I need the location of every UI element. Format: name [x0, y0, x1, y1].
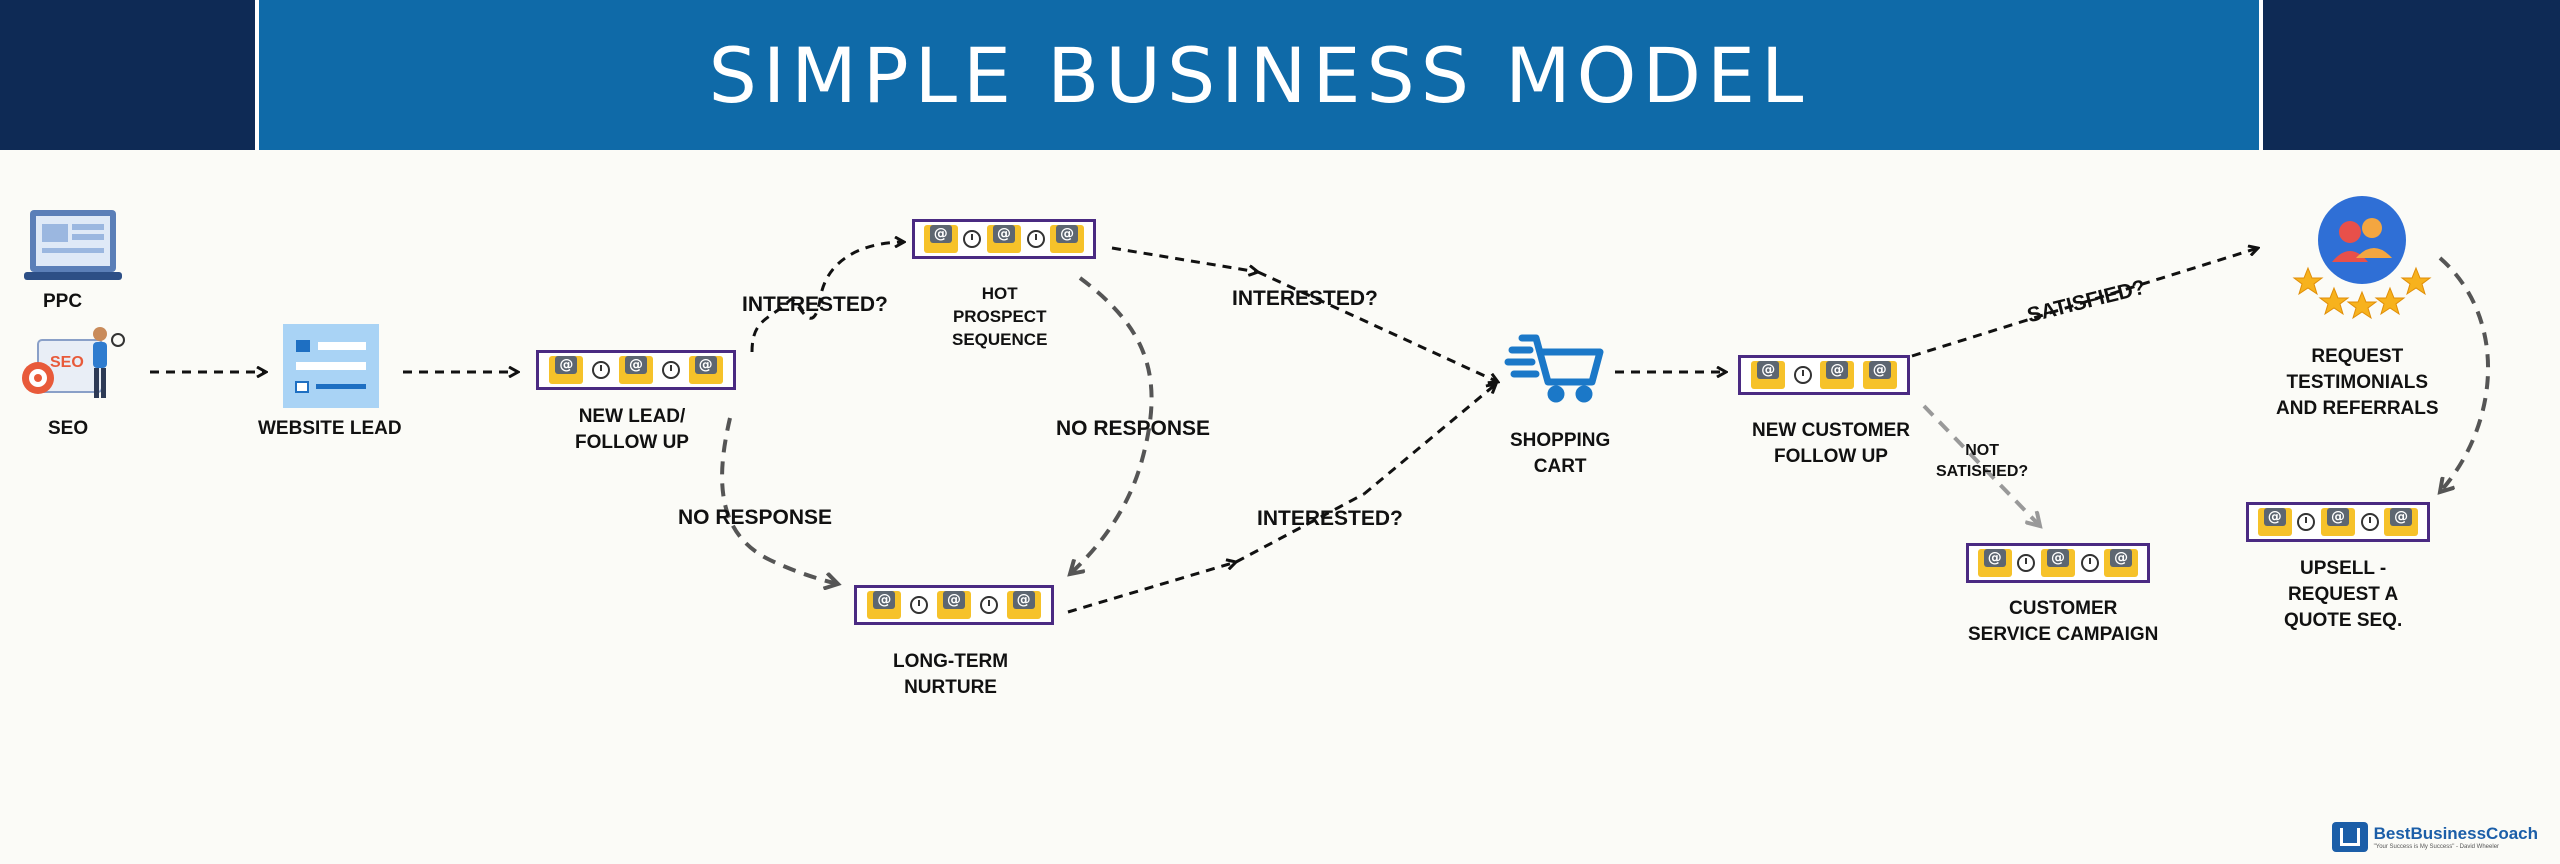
email-icon: @ — [1862, 361, 1897, 389]
header-bar: SIMPLE BUSINESS MODEL — [0, 0, 2560, 150]
email-icon: @ — [549, 356, 584, 384]
timer-icon — [1793, 366, 1812, 384]
email-icon: @ — [2257, 508, 2292, 536]
page-title: SIMPLE BUSINESS MODEL — [708, 30, 1810, 120]
shopping-cart-icon — [1504, 334, 1604, 403]
seo-label: SEO — [48, 418, 89, 439]
email-icon: @ — [618, 356, 653, 384]
email-icon: @ — [936, 591, 971, 619]
email-icon: @ — [867, 591, 902, 619]
edge-interested-label: INTERESTED? — [1257, 507, 1403, 530]
timer-icon — [592, 361, 611, 379]
brand-logo: BestBusinessCoach "Your Success is My Su… — [2331, 822, 2538, 852]
edge-no-response-label: NO RESPONSE — [1056, 417, 1211, 440]
new-lead-label: NEW LEAD/FOLLOW UP — [575, 406, 689, 453]
logo-name: BestBusinessCoach — [2373, 824, 2538, 843]
form-document-icon — [283, 324, 379, 408]
email-icon: @ — [1751, 361, 1786, 389]
testimonials-reviews-icon — [2292, 196, 2432, 320]
email-sequence-strip-customer-service: @ @ @ — [1966, 543, 2150, 583]
title-banner: SIMPLE BUSINESS MODEL — [255, 0, 2263, 150]
email-sequence-strip-upsell: @ @ @ — [2246, 502, 2430, 542]
email-sequence-strip-new-customer: @ @ @ — [1738, 355, 1910, 395]
timer-icon — [2297, 513, 2316, 531]
ppc-label: PPC — [43, 291, 83, 312]
email-icon: @ — [923, 225, 958, 253]
timer-icon — [2080, 554, 2099, 572]
timer-icon — [661, 361, 680, 379]
timer-icon — [963, 230, 982, 248]
email-icon: @ — [2320, 508, 2355, 536]
email-icon: @ — [986, 225, 1021, 253]
edge-no-response-label: NO RESPONSE — [678, 506, 833, 529]
timer-icon — [979, 596, 998, 614]
timer-icon — [910, 596, 929, 614]
email-icon: @ — [1050, 225, 1085, 253]
email-sequence-strip-long-term: @ @ @ — [854, 585, 1054, 625]
seo-illustration-icon — [22, 327, 125, 398]
logo-mark-icon — [2331, 822, 2368, 852]
laptop-icon — [24, 210, 122, 280]
email-icon: @ — [1006, 591, 1041, 619]
email-icon: @ — [2040, 549, 2075, 577]
email-icon: @ — [2384, 508, 2419, 536]
email-icon: @ — [2104, 549, 2139, 577]
edge-interested-label: INTERESTED? — [742, 293, 888, 316]
timer-icon — [1026, 230, 1045, 248]
website-lead-label: WEBSITE LEAD — [258, 418, 402, 439]
email-icon: @ — [1977, 549, 2012, 577]
timer-icon — [2360, 513, 2379, 531]
seo-badge: SEO — [50, 354, 84, 371]
email-icon: @ — [688, 356, 723, 384]
logo-tagline: "Your Success is My Success" - David Whe… — [2373, 844, 2500, 850]
email-icon: @ — [1820, 361, 1855, 389]
timer-icon — [2017, 554, 2036, 572]
email-sequence-strip-new-lead: @ @ @ — [536, 350, 736, 390]
email-sequence-strip-hot-prospect: @ @ @ — [912, 219, 1096, 259]
edge-interested-label: INTERESTED? — [1232, 287, 1378, 310]
